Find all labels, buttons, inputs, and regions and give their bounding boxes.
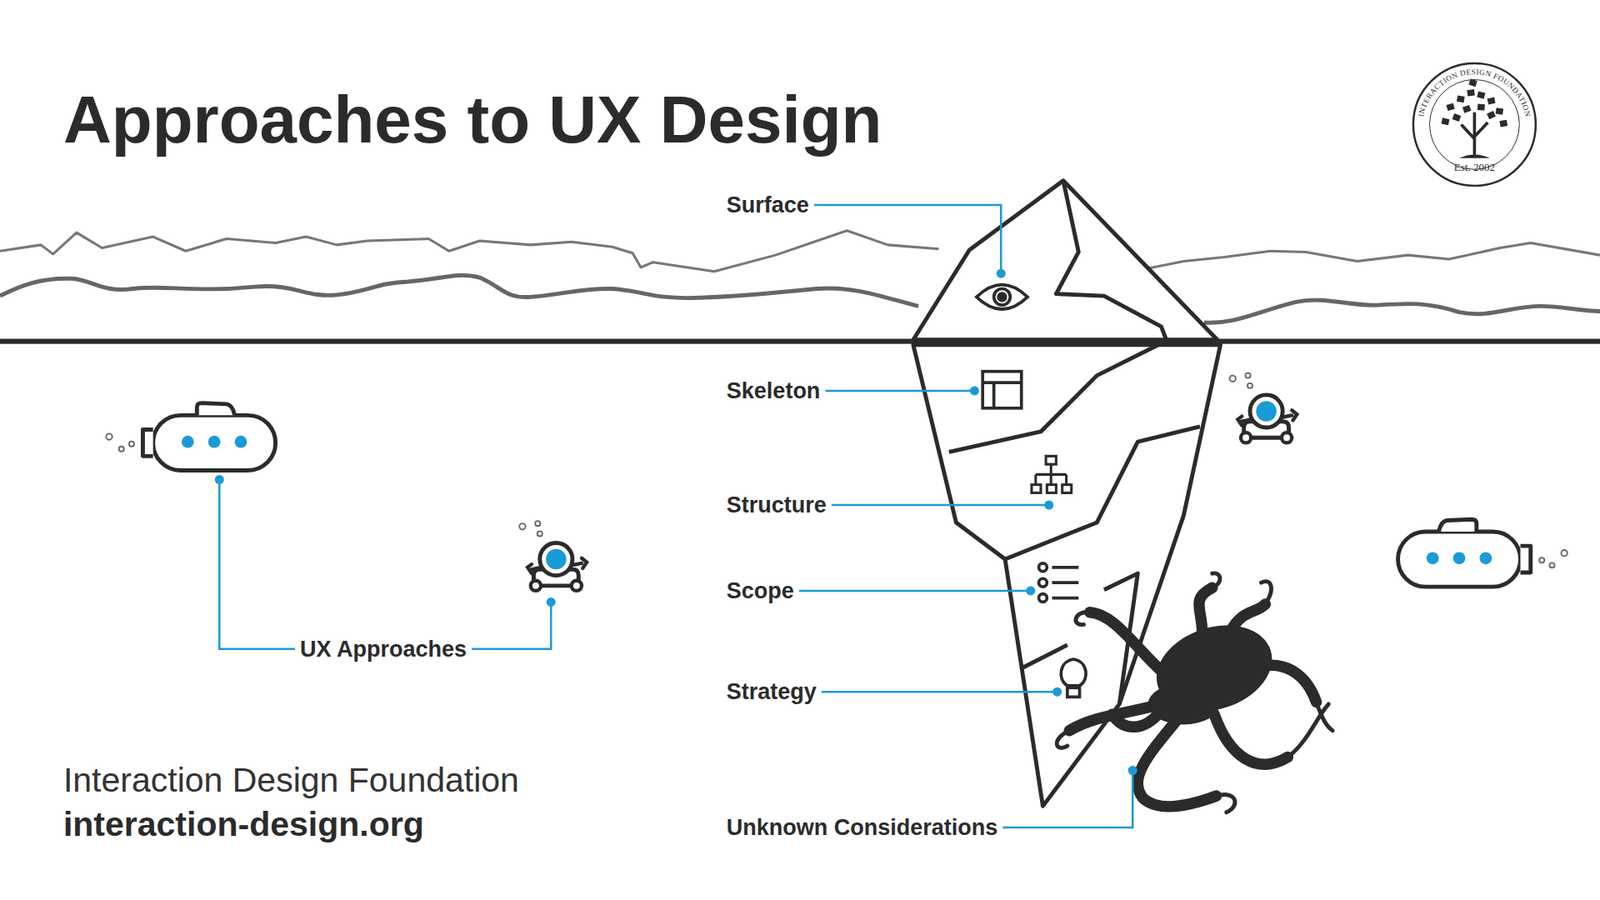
robot [519,520,587,591]
iceberg-band-line [949,340,1167,452]
leader-line [799,590,1031,593]
mountain-line [0,230,940,272]
leader-dot [996,269,1006,279]
layer-label: Skeleton [726,377,821,405]
leader-line [821,690,1058,694]
leader-line [831,504,1050,507]
layer-label: Scope [726,577,795,605]
page-title: Approaches to UX Design [63,86,882,154]
iceberg-band-line [1005,426,1200,560]
leader-dot [1025,585,1035,595]
logo-year: Est. 2002 [1454,160,1495,175]
mountain-line [1122,242,1600,274]
layer-label: Structure [726,491,827,519]
leader-line [1002,770,1133,828]
footer-url: interaction-design.org [63,804,425,845]
leader-dot [215,475,225,485]
leader-dot [1044,500,1054,510]
layer-label: Unknown Considerations [726,814,999,841]
leader-dot [1052,687,1062,697]
octopus [1056,573,1333,813]
leader-line [219,480,295,650]
leader-dot [970,385,980,395]
logo-ring-text: INTERACTION DESIGN FOUNDATION [1416,67,1533,118]
submarine [1398,519,1568,587]
logo: INTERACTION DESIGN FOUNDATION [1413,63,1536,186]
layer-label: Strategy [726,678,817,705]
iceberg-band-line [1021,645,1068,669]
leader-line [814,205,1001,274]
mountain-line [1204,300,1600,323]
mountain-line [0,275,919,306]
sitemap-icon [1031,455,1072,493]
robot [1230,373,1298,444]
list-icon [1039,563,1080,603]
eye-icon [976,285,1028,310]
footer-org: Interaction Design Foundation [63,760,520,801]
submarine [105,403,275,471]
leader-dot [1128,765,1138,775]
leader-dot [546,597,556,607]
layer-label: Surface [726,191,810,219]
iceberg-body [913,345,1221,806]
leader-line [471,601,551,649]
wireframe-icon [982,371,1022,409]
iceberg-crack [1055,180,1166,340]
leader-line [825,390,975,393]
callout-label: UX Approaches [300,635,467,663]
bulb-icon [1060,659,1086,697]
water-line [0,339,1600,345]
